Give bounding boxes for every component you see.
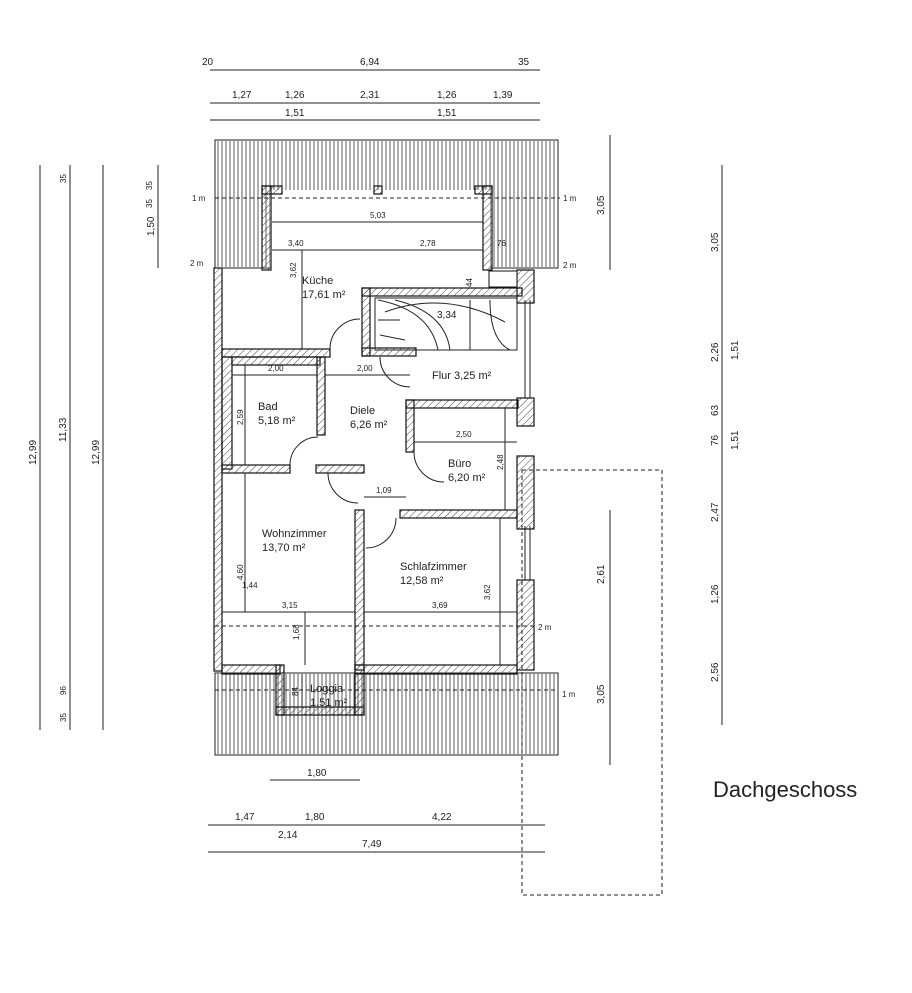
dim-label: 2,50 <box>456 430 472 439</box>
dim-label: 1,44 <box>242 581 258 590</box>
dim-label: 3,15 <box>282 601 298 610</box>
dim-label: 76 <box>710 434 721 446</box>
dim-label: 12,99 <box>28 440 39 465</box>
dim-label: 2,26 <box>710 342 721 362</box>
dim-label: 2,00 <box>268 364 284 373</box>
room-area-schlafzimmer: 12,58 m² <box>400 575 444 587</box>
dim-label: 35 <box>59 713 68 722</box>
dim-label: 2,78 <box>420 239 436 248</box>
dim-label: 1,47 <box>235 812 255 823</box>
dim-label: 12,99 <box>91 440 102 465</box>
left-dimension-labels: 12,99 11,33 12,99 35 35 1,50 96 35 35 <box>28 174 157 722</box>
dim-label: 76 <box>497 239 506 248</box>
drawing-title: Dachgeschoss <box>713 777 857 802</box>
dim-label: 1,68 <box>292 624 301 640</box>
dim-label: 3,05 <box>596 195 607 215</box>
dim-label: 2,59 <box>236 409 245 425</box>
height-mark: 2 m <box>190 259 204 268</box>
dim-label: 6,94 <box>360 57 380 68</box>
outer-dimension-lines <box>39 69 723 853</box>
height-mark: 1 m <box>192 194 206 203</box>
dim-label: 2,56 <box>710 662 721 682</box>
dim-label: 4,60 <box>236 564 245 580</box>
dim-label: 35 <box>145 181 154 190</box>
door-swings <box>289 318 445 549</box>
dim-label: 3,05 <box>596 684 607 704</box>
dim-label: 1,50 <box>146 216 157 236</box>
dim-label: 3,69 <box>432 601 448 610</box>
windows <box>524 300 531 580</box>
room-name-kueche: Küche <box>302 275 333 287</box>
dim-label: 1,51 <box>285 108 305 119</box>
dim-label: 1,26 <box>285 90 305 101</box>
dim-label: 63 <box>710 404 721 416</box>
dim-label: 96 <box>59 686 68 695</box>
dim-label: 1,09 <box>376 486 392 495</box>
dim-label: 5,03 <box>370 211 386 220</box>
interior-dimension-lines <box>222 221 517 707</box>
room-name-wohnzimmer: Wohnzimmer <box>262 528 327 540</box>
dim-label: 2,00 <box>357 364 373 373</box>
right-dimension-labels: 3,05 3,05 2,26 1,51 63 76 1,51 2,47 1,26… <box>596 195 741 704</box>
dim-label: 1,26 <box>710 584 721 604</box>
dim-label: 7,49 <box>362 839 382 850</box>
dim-label: 1,27 <box>232 90 252 101</box>
bottom-dimension-labels: 1,80 1,47 1,80 4,22 2,14 7,49 <box>235 768 452 850</box>
room-area-loggia: 1,51 m² <box>310 697 348 709</box>
height-mark: 1 m <box>562 690 576 699</box>
dim-label: 35 <box>59 174 68 183</box>
dim-label: 44 <box>465 278 474 287</box>
dim-label: 35 <box>145 199 154 208</box>
top-dimension-labels: 20 6,94 35 1,27 1,26 2,31 1,26 1,39 1,51… <box>202 57 530 119</box>
dim-label: 20 <box>202 57 214 68</box>
dim-label: 2,31 <box>360 90 380 101</box>
dim-label: 4,22 <box>432 812 452 823</box>
height-lines <box>215 197 663 896</box>
room-name-schlafzimmer: Schlafzimmer <box>400 561 467 573</box>
height-mark-labels: 1 m 2 m 1 m 2 m 2 m 1 m <box>190 194 577 699</box>
room-name-buero: Büro <box>448 458 471 470</box>
dim-label: 84 <box>291 687 300 696</box>
dim-label: 3,62 <box>483 584 492 600</box>
dim-label: 2,61 <box>596 564 607 584</box>
dim-label: 1,51 <box>437 108 457 119</box>
dim-label: 3,62 <box>289 262 298 278</box>
dim-label: 2,47 <box>710 502 721 522</box>
room-area-diele: 6,26 m² <box>350 419 388 431</box>
height-mark: 1 m <box>563 194 577 203</box>
dim-label: 1,39 <box>493 90 513 101</box>
dim-label: 2,14 <box>278 830 298 841</box>
room-name-diele: Diele <box>350 405 375 417</box>
room-labels: Küche 17,61 m² Flur 3,25 m² Bad 5,18 m² … <box>258 275 492 709</box>
roof-bottom-shingles <box>214 672 559 756</box>
dim-label: 1,51 <box>730 430 741 450</box>
room-area-kueche: 17,61 m² <box>302 289 346 301</box>
height-mark: 2 m <box>563 261 577 270</box>
dim-label: 3,05 <box>710 232 721 252</box>
dim-label: 3,34 <box>437 310 457 321</box>
room-name-loggia: Loggia <box>310 683 344 695</box>
dim-label: 11,33 <box>58 417 69 442</box>
dim-label: 35 <box>518 57 530 68</box>
staircase <box>374 297 518 351</box>
dim-label: 1,26 <box>437 90 457 101</box>
dim-label: 1,51 <box>730 340 741 360</box>
room-area-wohnzimmer: 13,70 m² <box>262 542 306 554</box>
interior-dimension-labels: 5,03 3,40 2,78 76 3,62 44 3,34 2,00 2,00… <box>236 211 506 696</box>
dim-label: 3,40 <box>288 239 304 248</box>
dim-label: 2,48 <box>496 454 505 470</box>
height-mark: 2 m <box>538 623 552 632</box>
room-area-buero: 6,20 m² <box>448 472 486 484</box>
dim-label: 1,80 <box>305 812 325 823</box>
room-name-flur: Flur 3,25 m² <box>432 370 492 382</box>
room-name-bad: Bad <box>258 401 278 413</box>
room-area-bad: 5,18 m² <box>258 415 296 427</box>
walls <box>213 185 535 716</box>
dim-label: 1,80 <box>307 768 327 779</box>
